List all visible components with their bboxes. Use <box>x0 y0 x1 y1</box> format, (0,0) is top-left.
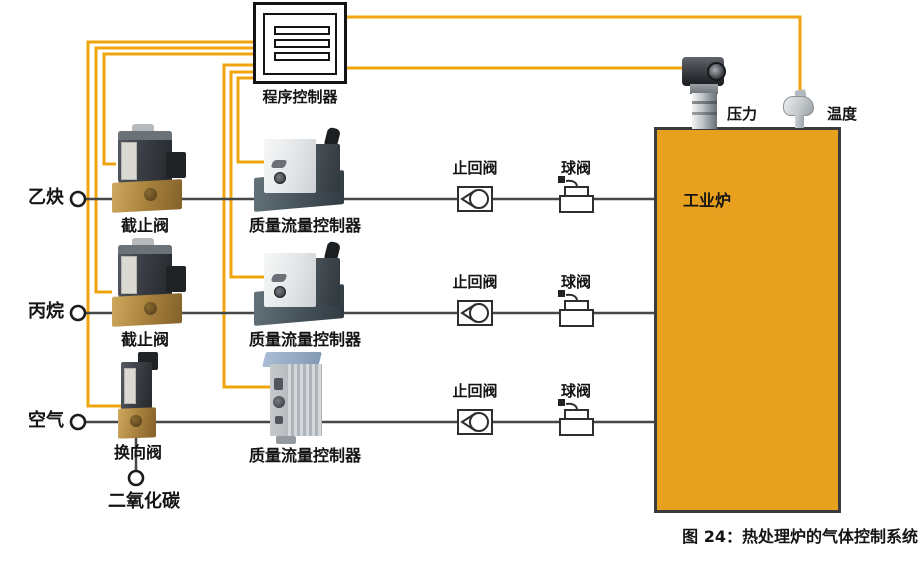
check-valve-symbol-row2 <box>457 300 493 326</box>
figure-caption: 图 24：热处理炉的气体控制系统 <box>682 527 918 546</box>
mfc-round-connector <box>273 396 285 408</box>
mfc-label-row3: 质量流量控制器 <box>249 446 362 465</box>
mfc-label-row1: 质量流量控制器 <box>249 216 362 235</box>
wire-row1-valve <box>102 52 256 166</box>
valve-coil-top <box>118 245 172 254</box>
controller-bar-1 <box>274 26 330 35</box>
pressure-sensor <box>682 54 730 130</box>
mfc-back-block <box>314 144 340 192</box>
wire-row1-mfc <box>236 76 268 164</box>
inlet-valve-label-row2: 截止阀 <box>120 330 169 349</box>
valve-cap <box>132 124 154 133</box>
valve-connector <box>166 152 186 178</box>
ball-valve-symbol-row2 <box>558 290 594 327</box>
valve-port <box>144 302 157 315</box>
furnace-label: 工业炉 <box>683 191 732 210</box>
gas-label-row2: 丙烷 <box>28 301 64 322</box>
wire-row3-valve <box>86 40 256 408</box>
shutoff-valve-row1 <box>102 124 188 214</box>
check-valve-symbols <box>457 186 493 435</box>
program-controller <box>253 2 347 84</box>
valve-port <box>144 188 157 201</box>
controller-bar-2 <box>274 39 330 48</box>
inlet-port-row1 <box>69 190 87 208</box>
mfc-small-connector <box>275 416 283 424</box>
valve-connector <box>166 266 186 292</box>
controller-label: 程序控制器 <box>262 88 338 106</box>
inlet-port-row3 <box>69 413 87 431</box>
pressure-label: 压力 <box>727 105 758 123</box>
wire-row3-mfc <box>222 63 274 389</box>
valve-label-strip <box>121 256 137 294</box>
wire-temperature-sensor <box>347 15 802 96</box>
mfc-label-row2: 质量流量控制器 <box>249 330 362 349</box>
valve-label-strip <box>124 368 136 404</box>
ball-valve-symbol-row3 <box>558 399 594 436</box>
mfc-dsub-connector <box>274 378 283 390</box>
valve-port <box>130 415 142 427</box>
controller-bar-3 <box>274 52 330 61</box>
wire-row2-valve <box>94 46 256 294</box>
mfc-round-connector <box>274 172 286 184</box>
pressure-sensor-ring <box>692 101 717 104</box>
mass-flow-controller-row1 <box>252 126 348 212</box>
co2-label: 二氧化碳 <box>108 491 180 512</box>
inlet-valve-label-row3: 换向阀 <box>113 443 162 462</box>
controller-screen <box>263 13 337 75</box>
reversing-valve-row3 <box>114 352 160 440</box>
ball-valve-label-row2: 球阀 <box>560 273 591 291</box>
temperature-sensor <box>783 89 817 128</box>
pressure-sensor-body <box>692 93 717 129</box>
check-valve-symbol-row3 <box>457 409 493 435</box>
temperature-sensor-head <box>783 96 814 116</box>
pressure-sensor-ring <box>692 112 717 115</box>
check-valve-label-row2: 止回阀 <box>452 273 498 291</box>
shutoff-valve-row2 <box>102 238 188 328</box>
ball-valve-label-row3: 球阀 <box>560 382 591 400</box>
temperature-sensor-stem <box>795 115 804 128</box>
mfc-back-block <box>314 258 340 306</box>
valve-cap <box>132 238 154 247</box>
mass-flow-controller-row3 <box>262 350 332 444</box>
temperature-label: 温度 <box>827 105 858 123</box>
gas-label-row3: 空气 <box>28 410 64 431</box>
gas-label-row1: 乙炔 <box>28 187 64 208</box>
industrial-furnace: 工业炉 <box>654 127 841 513</box>
ball-valve-symbol-row1 <box>558 176 594 213</box>
inlet-port-row2 <box>69 304 87 322</box>
mfc-heat-ribs <box>288 364 322 436</box>
mfc-round-connector <box>274 286 286 298</box>
wire-row2-mfc <box>229 70 268 279</box>
check-valve-label-row3: 止回阀 <box>452 382 498 400</box>
control-wires <box>86 15 802 408</box>
inlet-port-co2 <box>127 469 145 487</box>
check-valve-label-row1: 止回阀 <box>452 159 498 177</box>
check-valve-symbol-row1 <box>457 186 493 212</box>
mfc-foot <box>276 436 296 444</box>
inlet-ports <box>69 190 145 487</box>
valve-label-strip <box>121 142 137 180</box>
ball-valve-label-row1: 球阀 <box>560 159 591 177</box>
ball-valve-symbols <box>558 176 594 436</box>
valve-coil-top <box>118 131 172 140</box>
inlet-valve-label-row1: 截止阀 <box>120 216 169 235</box>
mass-flow-controller-row2 <box>252 240 348 326</box>
pressure-sensor-collar <box>690 84 718 94</box>
pressure-sensor-face <box>707 62 726 81</box>
